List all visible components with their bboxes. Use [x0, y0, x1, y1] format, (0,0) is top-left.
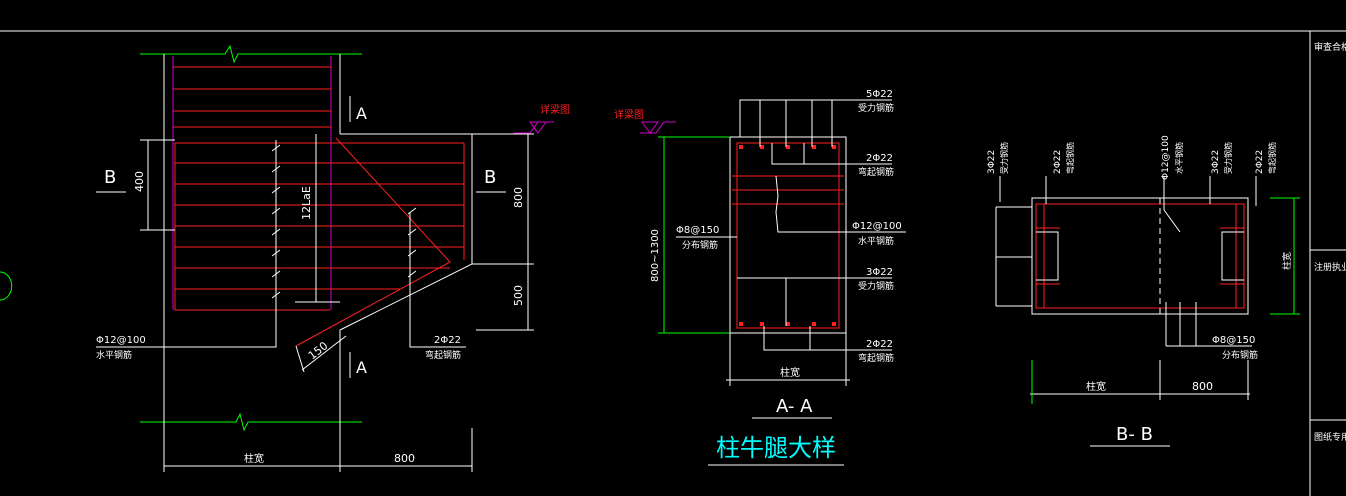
dim-400-text: 400: [133, 171, 146, 192]
bb-note1-desc: 受力钢筋: [999, 142, 1009, 174]
title-block: 审查合格 注册执业 图纸专用: [1309, 31, 1346, 496]
aa-dim-height: 800~1300: [650, 229, 661, 282]
dim-150-text: 150: [306, 339, 331, 362]
bb-note5-desc: 弯起钢筋: [1267, 142, 1277, 174]
dim-column-width-text: 柱宽: [244, 452, 264, 465]
bb-dim-column-width: 柱宽: [1086, 380, 1106, 393]
bb-note4-desc: 受力钢筋: [1223, 142, 1233, 174]
section-bb-outline: [1031, 197, 1249, 315]
dim-150-ext: [295, 345, 305, 373]
title-block-item3: 图纸专用: [1314, 431, 1346, 443]
bb-note5-count: 2Φ22: [1255, 150, 1265, 174]
bb-note2-desc: 弯起钢筋: [1065, 142, 1075, 174]
dim-150-line: [301, 335, 347, 371]
note-bent-bar-count: 2Φ22: [434, 335, 461, 346]
section-a-bottom-label: A: [356, 358, 367, 377]
aa-note2-desc: 弯起钢筋: [858, 166, 894, 178]
main-title: 柱牛腿大样: [716, 434, 836, 462]
aa-note4-desc: 受力钢筋: [858, 280, 894, 292]
dim-800-vertical-text: 800: [512, 187, 525, 208]
corbel-outline: [339, 133, 473, 331]
break-line-top: [140, 44, 362, 64]
horizontal-rebars: [174, 142, 465, 311]
bent-bar: [295, 137, 451, 347]
section-b-right-label: B: [484, 167, 496, 188]
bb-note3-desc: 水平钢筋: [1174, 142, 1184, 174]
aa-note3-desc: 水平钢筋: [858, 235, 894, 247]
plan-view: 12LaE 400 B B A A 800 500 150 2Φ22 弯起钢筋: [96, 44, 534, 472]
bb-dim-side: 柱宽: [1281, 252, 1293, 270]
bb-bottom-note-desc: 分布钢筋: [1222, 349, 1258, 361]
column-ties: [173, 66, 331, 128]
section-bb: 3Φ22 受力钢筋 2Φ22 弯起钢筋 Φ12@100 水平钢筋 3Φ22 受力…: [987, 135, 1300, 447]
section-aa: 5Φ22 受力钢筋 2Φ22 弯起钢筋 Φ12@100 水平钢筋 3Φ22 受力…: [650, 89, 906, 466]
section-bb-stirrup: [1035, 203, 1245, 309]
left-edge-circle: [0, 271, 13, 301]
dim-12lae-text: 12LaE: [300, 186, 313, 220]
aa-note3-count: Φ12@100: [852, 221, 902, 232]
aa-left-note-desc: 分布钢筋: [682, 239, 718, 251]
aa-dim-width: 柱宽: [780, 366, 800, 379]
note-horizontal-bar-desc: 水平钢筋: [96, 349, 132, 361]
aa-left-note-count: Φ8@150: [676, 225, 719, 236]
title-block-item1: 审查合格: [1314, 41, 1346, 53]
section-aa-stirrup: [736, 142, 840, 329]
leader-horizontal-bar: [96, 310, 277, 348]
rebar-ticks: [271, 140, 417, 320]
bb-note1-count: 3Φ22: [987, 150, 997, 174]
elevation-marker-1: 详梁图: [514, 103, 570, 134]
section-aa-title: A- A: [776, 396, 813, 417]
dim-800-bottom-text: 800: [394, 452, 415, 465]
aa-note1-desc: 受力钢筋: [858, 102, 894, 114]
elevation-label-1: 详梁图: [540, 103, 570, 116]
bb-note3-count: Φ12@100: [1161, 135, 1171, 180]
aa-note2-count: 2Φ22: [866, 153, 893, 164]
elevation-label-2: 详梁图: [614, 108, 644, 121]
aa-note1-count: 5Φ22: [866, 89, 893, 100]
title-block-item2: 注册执业: [1314, 261, 1346, 273]
aa-note4-count: 3Φ22: [866, 267, 893, 278]
break-line-bottom: [140, 412, 362, 432]
elevation-marker-2: 详梁图: [614, 108, 676, 134]
bb-bottom-note-count: Φ8@150: [1212, 335, 1255, 346]
note-bent-bar-desc: 弯起钢筋: [425, 349, 461, 361]
section-b-left-label: B: [104, 167, 116, 188]
aa-note5-count: 2Φ22: [866, 339, 893, 350]
dim-500-text: 500: [512, 285, 525, 306]
aa-note5-desc: 弯起钢筋: [858, 352, 894, 364]
section-bb-title: B- B: [1116, 424, 1153, 445]
bb-note4-count: 3Φ22: [1211, 150, 1221, 174]
section-aa-outline: [729, 136, 847, 334]
bb-dim-800: 800: [1192, 380, 1213, 393]
bb-note2-count: 2Φ22: [1053, 150, 1063, 174]
note-horizontal-bar-count: Φ12@100: [96, 335, 146, 346]
section-a-top-label: A: [356, 104, 367, 123]
leader-bent-bar: [409, 212, 466, 348]
